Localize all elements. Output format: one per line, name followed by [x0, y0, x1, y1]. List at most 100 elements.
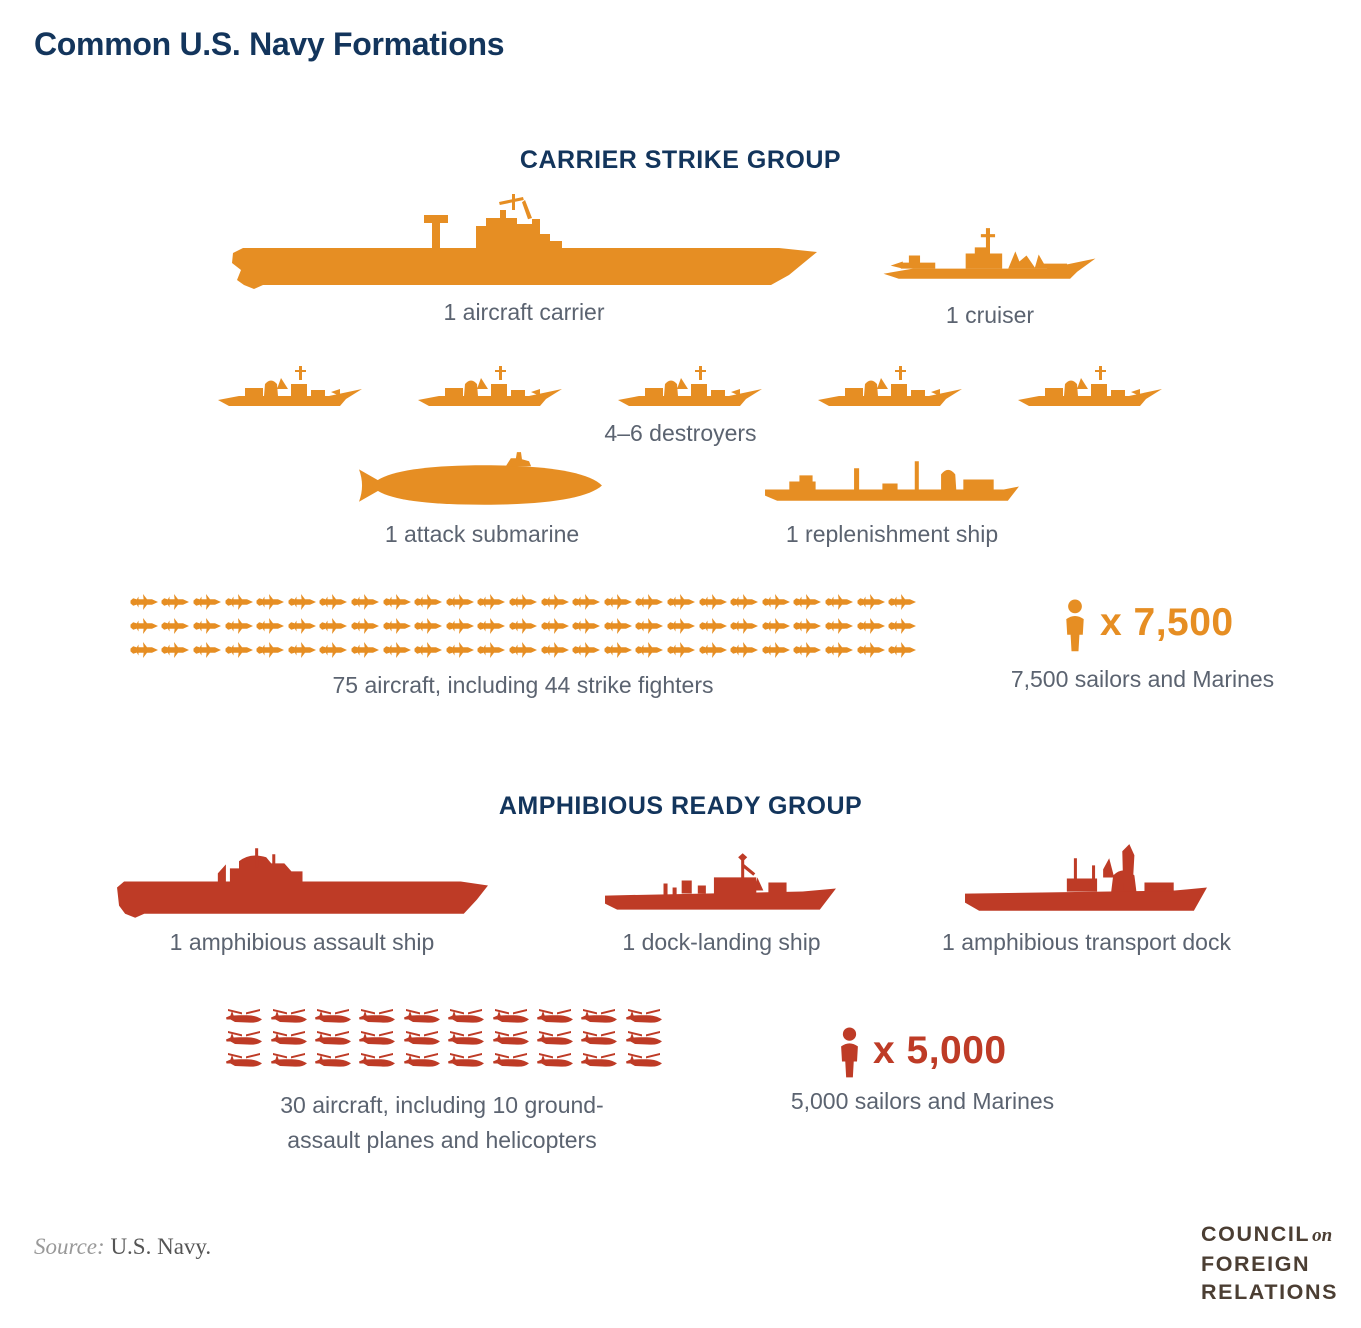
fighter-jet-icon	[193, 641, 221, 659]
fighter-jet-icon	[857, 641, 885, 659]
amphibious-transport-dock-icon	[963, 844, 1210, 923]
aircraft-carrier-label: 1 aircraft carrier	[443, 299, 605, 325]
fighter-jet-icon	[256, 617, 284, 635]
helicopter-icon	[625, 1029, 663, 1049]
fighter-jet-icon	[572, 641, 600, 659]
amphibious-transport-dock-label: 1 amphibious transport dock	[942, 929, 1231, 955]
fighter-jet-icon	[635, 617, 663, 635]
fighter-jet-icon	[762, 617, 790, 635]
fighter-jet-icon	[888, 617, 916, 635]
helicopter-icon	[447, 1007, 485, 1027]
fighter-jet-icon	[604, 617, 632, 635]
cfr-logo-line2: FOREIGN	[1201, 1252, 1311, 1276]
cruiser-label: 1 cruiser	[945, 302, 1035, 328]
fighter-jet-icon	[383, 617, 411, 635]
helicopter-icon	[536, 1007, 574, 1027]
fighter-jet-icon	[730, 593, 758, 611]
amphibious-assault-ship-label: 1 amphibious assault ship	[169, 929, 435, 955]
helicopter-icon	[492, 1029, 530, 1049]
arg-aircraft-label-line1: 30 aircraft, including 10 ground-	[280, 1092, 604, 1118]
helicopter-icon	[447, 1029, 485, 1049]
helicopter-icon	[225, 1029, 263, 1049]
dock-landing-ship-label: 1 dock-landing ship	[622, 929, 821, 955]
helicopter-icon	[492, 1051, 530, 1071]
fighter-jet-icon	[730, 641, 758, 659]
csg-person-icon	[1062, 599, 1088, 654]
arg-personnel-multiplier: x 5,000	[873, 1029, 1007, 1072]
destroyer-icon	[214, 362, 366, 414]
aircraft-carrier-icon	[228, 193, 820, 298]
helicopter-icon	[580, 1029, 618, 1049]
arg-person-icon	[837, 1027, 862, 1080]
destroyer-icon	[614, 362, 766, 414]
attack-submarine-icon	[358, 452, 606, 513]
fighter-jet-icon	[762, 641, 790, 659]
arg-aircraft-label: 30 aircraft, including 10 ground- assaul…	[172, 1088, 712, 1157]
fighter-jet-icon	[161, 593, 189, 611]
cruiser-icon	[878, 221, 1102, 294]
replenishment-ship-label: 1 replenishment ship	[785, 521, 999, 547]
fighter-jet-icon	[509, 617, 537, 635]
fighter-jet-icon	[319, 617, 347, 635]
fighter-jet-icon	[383, 593, 411, 611]
fighter-jet-icon	[477, 641, 505, 659]
helicopter-icon	[314, 1051, 352, 1071]
arg-aircraft-grid	[222, 1006, 666, 1072]
fighter-jet-icon	[572, 617, 600, 635]
fighter-jet-icon	[509, 641, 537, 659]
helicopter-icon	[225, 1007, 263, 1027]
csg-personnel-caption: 7,500 sailors and Marines	[1010, 666, 1275, 692]
helicopter-icon	[625, 1051, 663, 1071]
fighter-jet-icon	[667, 617, 695, 635]
fighter-jet-icon	[635, 641, 663, 659]
fighter-jet-icon	[225, 641, 253, 659]
fighter-jet-icon	[446, 641, 474, 659]
fighter-jet-icon	[509, 593, 537, 611]
source-line: Source: U.S. Navy.	[34, 1234, 211, 1260]
fighter-jet-icon	[888, 641, 916, 659]
csg-aircraft-grid	[128, 590, 918, 662]
helicopter-icon	[314, 1007, 352, 1027]
fighter-jet-icon	[667, 641, 695, 659]
fighter-jet-icon	[793, 617, 821, 635]
fighter-jet-icon	[825, 593, 853, 611]
fighter-jet-icon	[604, 641, 632, 659]
attack-submarine-label: 1 attack submarine	[384, 521, 580, 547]
fighter-jet-icon	[256, 593, 284, 611]
helicopter-icon	[314, 1029, 352, 1049]
fighter-jet-icon	[351, 641, 379, 659]
fighter-jet-icon	[857, 593, 885, 611]
helicopter-icon	[225, 1051, 263, 1071]
helicopter-icon	[270, 1029, 308, 1049]
helicopter-icon	[625, 1007, 663, 1027]
fighter-jet-icon	[414, 617, 442, 635]
fighter-jet-icon	[635, 593, 663, 611]
helicopter-icon	[403, 1029, 441, 1049]
fighter-jet-icon	[604, 593, 632, 611]
helicopter-icon	[447, 1051, 485, 1071]
fighter-jet-icon	[319, 641, 347, 659]
fighter-jet-icon	[446, 617, 474, 635]
cfr-logo-on: on	[1312, 1225, 1333, 1246]
destroyer-icon	[1014, 362, 1166, 414]
amphibious-assault-ship-icon	[113, 843, 491, 929]
helicopter-icon	[492, 1007, 530, 1027]
fighter-jet-icon	[572, 593, 600, 611]
fighter-jet-icon	[351, 617, 379, 635]
fighter-jet-icon	[699, 641, 727, 659]
destroyer-icon-row	[190, 362, 1190, 414]
carrier-strike-group-heading: CARRIER STRIKE GROUP	[519, 146, 842, 174]
csg-aircraft-label: 75 aircraft, including 44 strike fighter…	[332, 672, 714, 698]
helicopter-icon	[536, 1051, 574, 1071]
fighter-jet-icon	[414, 593, 442, 611]
fighter-jet-icon	[351, 593, 379, 611]
fighter-jet-icon	[541, 593, 569, 611]
source-prefix: Source:	[34, 1234, 105, 1259]
helicopter-icon	[403, 1007, 441, 1027]
fighter-jet-icon	[446, 593, 474, 611]
helicopter-icon	[270, 1007, 308, 1027]
page-title: Common U.S. Navy Formations	[34, 26, 505, 62]
